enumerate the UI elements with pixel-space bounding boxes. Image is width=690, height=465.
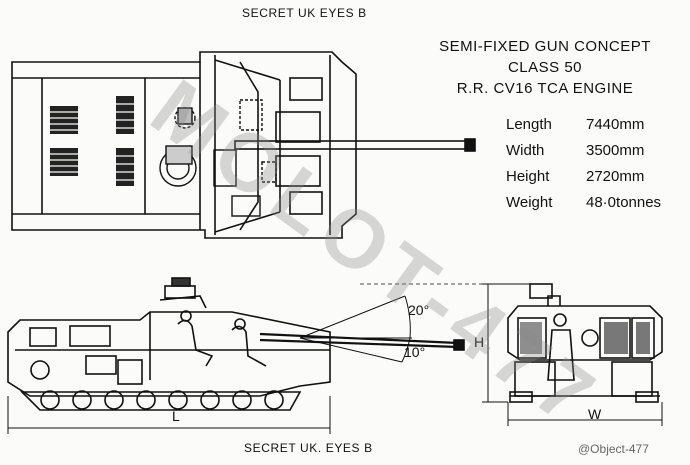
title-line-1: SEMI-FIXED GUN CONCEPT <box>439 38 651 55</box>
spec-table: Length 7440mm Width 3500mm Height 2720mm… <box>506 111 661 215</box>
spec-name: Length <box>506 115 552 133</box>
spec-name: Height <box>506 167 550 185</box>
credit-text: @Object-477 <box>578 442 649 456</box>
side-running-gear <box>20 390 302 411</box>
length-label: L <box>172 408 180 424</box>
title-block: SEMI-FIXED GUN CONCEPT CLASS 50 R.R. CV1… <box>400 36 690 99</box>
plan-hull-outline <box>11 51 357 239</box>
front-armor-pattern <box>520 322 650 354</box>
spec-row-height: Height 2720mm <box>506 163 661 189</box>
elevation-label: 20° <box>408 302 430 318</box>
side-view-drawing <box>7 277 465 397</box>
spec-name: Width <box>506 141 545 159</box>
length-dimension <box>7 396 331 434</box>
title-line-2: CLASS 50 <box>507 59 583 76</box>
width-label: W <box>588 406 602 422</box>
width-dimension <box>507 402 663 426</box>
classification-top: SECRET UK EYES B <box>242 6 367 20</box>
front-view-drawing <box>507 283 663 403</box>
plan-hatches <box>159 99 277 217</box>
depression-label: 10° <box>404 344 426 360</box>
height-dimension <box>482 283 530 403</box>
spec-value: 3500mm <box>586 141 645 159</box>
spec-value: 48·0tonnes <box>586 193 662 211</box>
spec-name: Weight <box>506 193 553 211</box>
spec-value: 7440mm <box>586 115 645 133</box>
classification-bottom: SECRET UK. EYES B <box>244 441 373 455</box>
spec-row-width: Width 3500mm <box>506 137 661 163</box>
spec-row-weight: Weight 48·0tonnes <box>506 189 661 215</box>
plan-engine-grilles <box>50 96 134 186</box>
spec-row-length: Length 7440mm <box>506 111 661 137</box>
spec-value: 2720mm <box>586 167 645 185</box>
title-line-3: R.R. CV16 TCA ENGINE <box>456 80 634 97</box>
side-hull-outline <box>7 311 331 397</box>
height-label: H <box>474 334 485 350</box>
